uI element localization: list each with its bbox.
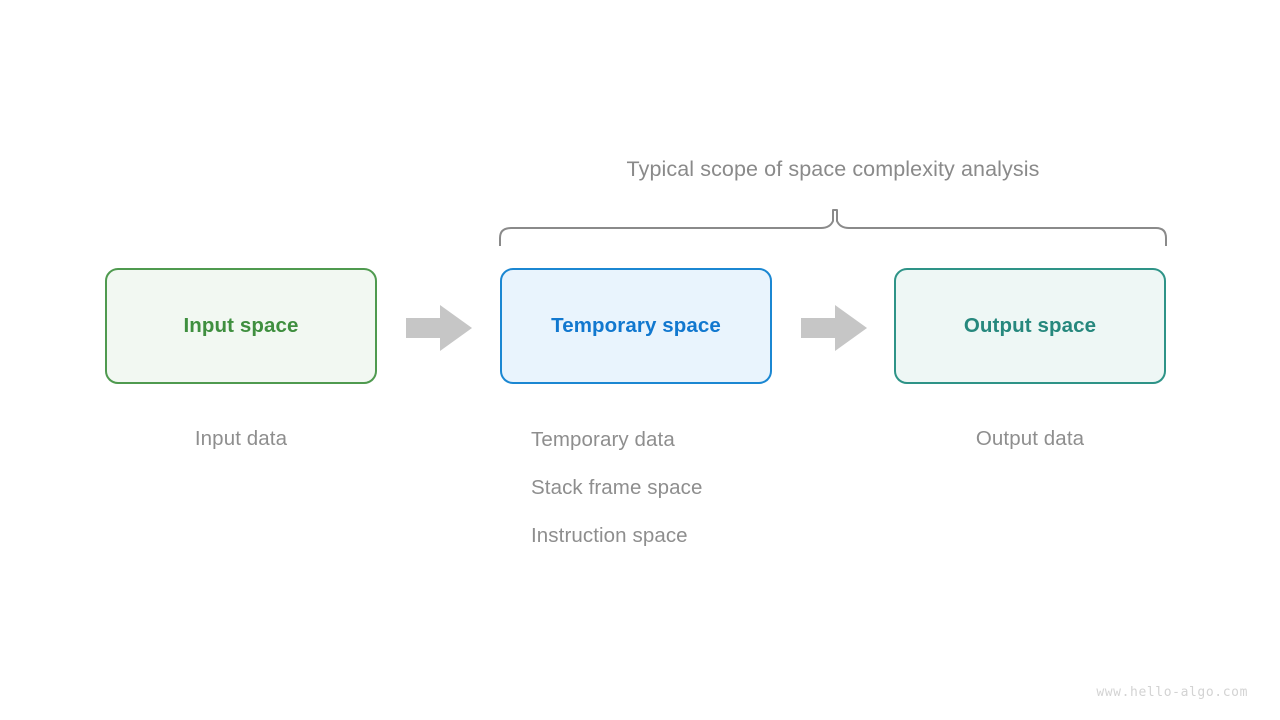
scope-title: Typical scope of space complexity analys… — [626, 157, 1040, 181]
input-space-box[interactable]: Input space — [105, 268, 377, 384]
watermark: www.hello-algo.com — [1096, 685, 1248, 700]
scope-brace-icon — [499, 209, 1167, 246]
input-space-label: Input space — [183, 314, 299, 337]
caption-temporary-data: Temporary data — [531, 428, 675, 451]
output-space-box[interactable]: Output space — [894, 268, 1166, 384]
temporary-space-label: Temporary space — [551, 314, 721, 337]
input-data-caption: Input data — [194, 427, 288, 450]
right-arrow-icon — [406, 305, 472, 351]
temporary-data-caption-list: Temporary data Stack frame space Instruc… — [531, 427, 702, 571]
output-space-label: Output space — [963, 314, 1097, 337]
temporary-space-box[interactable]: Temporary space — [500, 268, 772, 384]
caption-instruction-space: Instruction space — [531, 524, 688, 547]
output-data-caption: Output data — [975, 427, 1085, 450]
caption-stack-frame-space: Stack frame space — [531, 476, 703, 499]
right-arrow-icon — [801, 305, 867, 351]
